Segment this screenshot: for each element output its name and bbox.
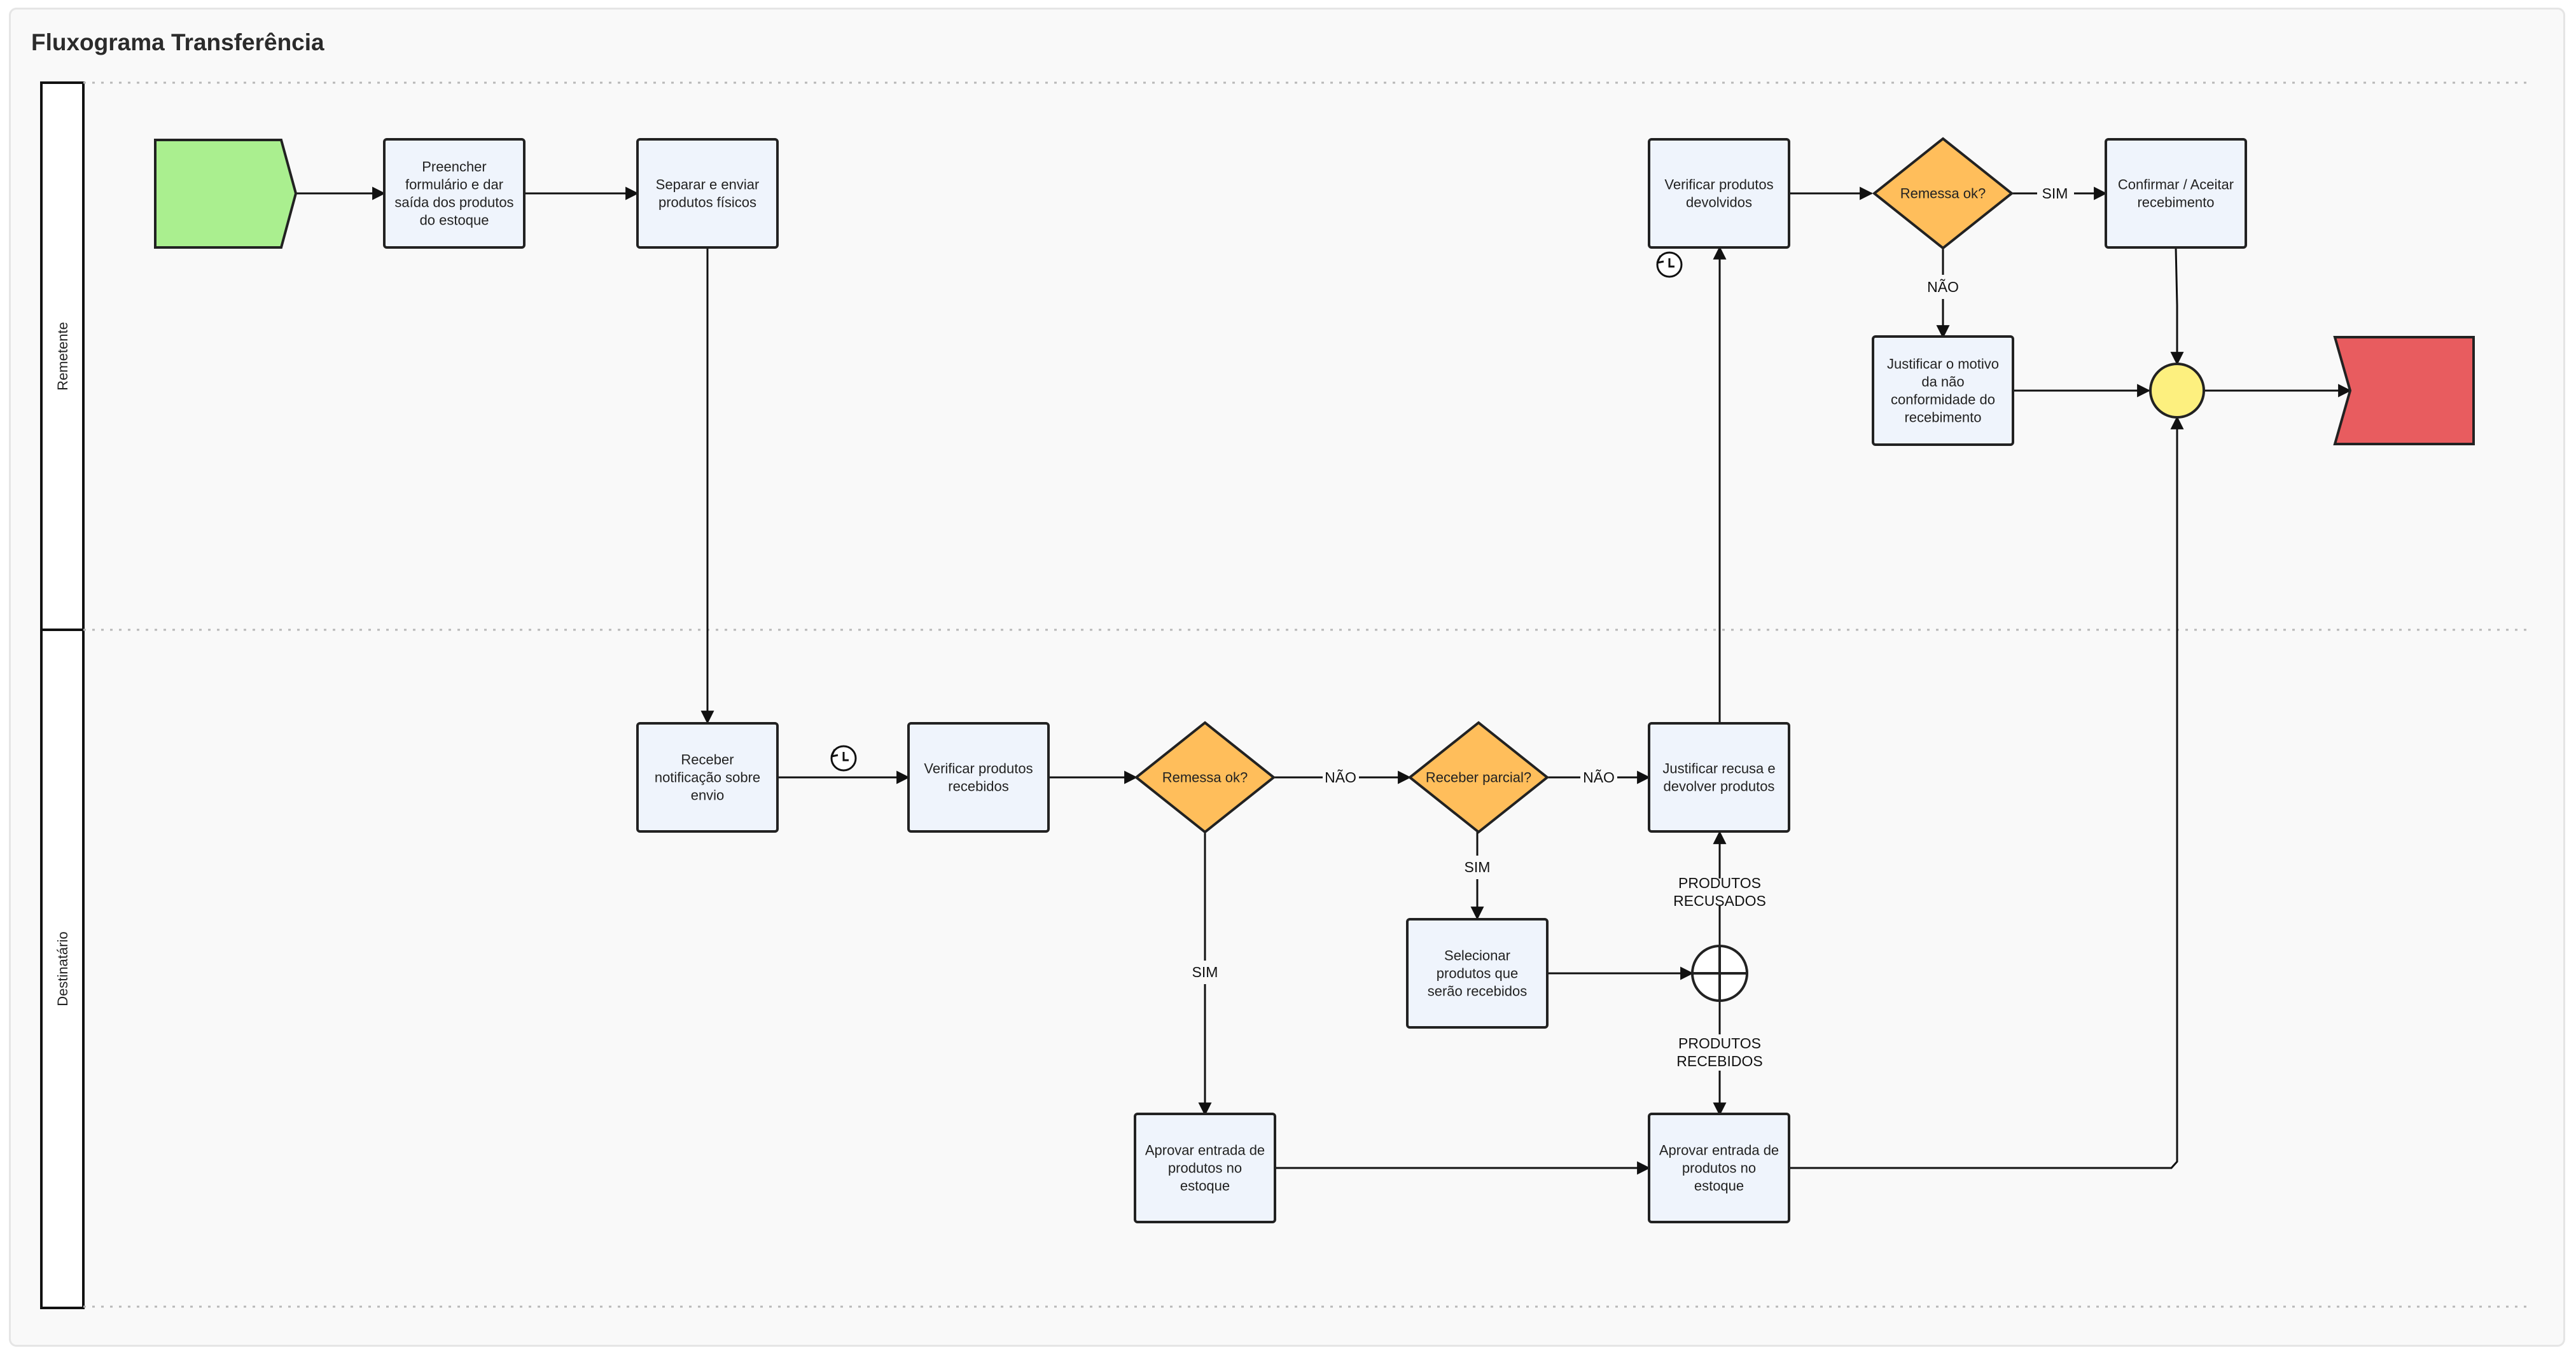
text-line: Remessa ok?: [1900, 186, 1986, 202]
text-line: Verificar produtos: [924, 761, 1033, 777]
inclusive-gateway: [1691, 945, 1748, 1002]
text-line: produtos físicos: [658, 195, 756, 211]
process-justificar-motivo: Justificar o motivo da não conformidade do…: [1872, 335, 2014, 446]
text-line: Aprovar entrada de: [1659, 1143, 1779, 1158]
process-aprovar-1: Aprovar entrada de produtos no estoque: [1134, 1113, 1276, 1223]
text-line: recebimento: [1904, 410, 1981, 426]
text-line: serão recebidos: [1428, 983, 1528, 999]
text-line: formulário e dar: [405, 177, 503, 193]
text-line: Confirmar / Aceitar: [2118, 177, 2234, 193]
process-verificar-devol: Verificar produtos devolvidos: [1648, 138, 1790, 249]
text-line: Preencher: [422, 159, 487, 175]
timer-icon: [1656, 251, 1683, 278]
process-verificar-receb: Verificar produtos recebidos: [907, 722, 1050, 833]
text-line: do estoque: [420, 212, 489, 228]
swimlane-remetente: Remetente: [40, 81, 85, 631]
edge-label-sim-remessa-1: SIM: [1192, 964, 1218, 980]
text-line: Receber: [681, 752, 734, 768]
merge-gateway: [2149, 363, 2205, 419]
decision-receber-parcial: Receber parcial?: [1407, 721, 1550, 834]
text-line: RECEBIDOS: [1676, 1053, 1762, 1069]
lane-label-remetente: Remetente: [55, 322, 71, 391]
text-line: Justificar recusa e: [1662, 761, 1775, 777]
text-line: PRODUTOS: [1678, 1035, 1761, 1052]
process-confirmar: Confirmar / Aceitar recebimento: [2105, 138, 2247, 249]
process-justificar-recusa: Justificar recusa e devolver produtos: [1648, 722, 1790, 833]
edge-label-nao-2: NÃO: [1583, 769, 1615, 786]
edge-label-nao-1: NÃO: [1325, 769, 1356, 786]
text-line: produtos que: [1437, 966, 1518, 982]
edge-label-recusados: PRODUTOS RECUSADOS: [1673, 875, 1766, 909]
text-line: NÃO: [1325, 769, 1356, 786]
edge-label-sim-parcial: SIM: [1465, 859, 1491, 875]
text-line: Remessa ok?: [1162, 770, 1248, 786]
flow-nodes: Preencher formulário e dar saída dos produ…: [383, 137, 2247, 1223]
lane-label-destinatario: Destinatário: [55, 931, 71, 1006]
swimlane-destinatario: Destinatário: [40, 629, 85, 1309]
text-line: Verificar produtos: [1664, 177, 1773, 193]
timer-icon: [830, 745, 857, 772]
decision-remessa-ok-2: Remessa ok?: [1872, 137, 2014, 250]
text-line: notificação sobre: [655, 770, 760, 786]
process-receber-notif: Receber notificação sobre envio: [636, 722, 779, 833]
text-line: estoque: [1694, 1178, 1744, 1194]
text-line: Aprovar entrada de: [1145, 1143, 1265, 1158]
text-line: recebimento: [2137, 195, 2214, 211]
text-line: envio: [691, 788, 725, 803]
text-line: SIM: [2042, 185, 2068, 202]
text-line: NÃO: [1927, 279, 1959, 295]
start-event: [154, 139, 298, 249]
text-line: NÃO: [1583, 769, 1615, 786]
text-line: saída dos produtos: [394, 195, 513, 211]
text-line: da não: [1921, 374, 1964, 390]
text-line: Separar e enviar: [656, 177, 760, 193]
process-separar: Separar e enviar produtos físicos: [636, 138, 779, 249]
edge-aprovar2-merge: [1789, 415, 2184, 1169]
page-title: Fluxograma Transferência: [31, 29, 324, 55]
decision-remessa-ok-1: Remessa ok?: [1134, 721, 1276, 834]
text-line: Selecionar: [1444, 948, 1510, 964]
edge-label-nao-remessa-2: NÃO: [1927, 279, 1959, 295]
text-line: Justificar o motivo: [1887, 356, 1999, 372]
text-line: estoque: [1180, 1178, 1230, 1194]
text-line: recebidos: [948, 779, 1008, 795]
edge-label-sim-remessa-2: SIM: [2042, 185, 2068, 202]
text-line: produtos no: [1682, 1160, 1756, 1176]
text-line: PRODUTOS: [1678, 875, 1761, 891]
connectors: [296, 193, 2352, 1175]
text-line: RECUSADOS: [1673, 893, 1766, 909]
text-line: Receber parcial?: [1426, 770, 1531, 786]
text-line: produtos no: [1168, 1160, 1242, 1176]
text-line: devolvidos: [1686, 195, 1752, 211]
text-line: SIM: [1192, 964, 1218, 980]
edge-confirmar-merge: [2170, 247, 2184, 366]
text-line: SIM: [1465, 859, 1491, 875]
text-line: conformidade do: [1891, 392, 1995, 408]
process-aprovar-2: Aprovar entrada de produtos no estoque: [1648, 1113, 1790, 1223]
end-event: [2333, 336, 2475, 445]
text-line: devolver produtos: [1664, 779, 1775, 795]
process-preencher: Preencher formulário e dar saída dos produ…: [383, 138, 526, 249]
